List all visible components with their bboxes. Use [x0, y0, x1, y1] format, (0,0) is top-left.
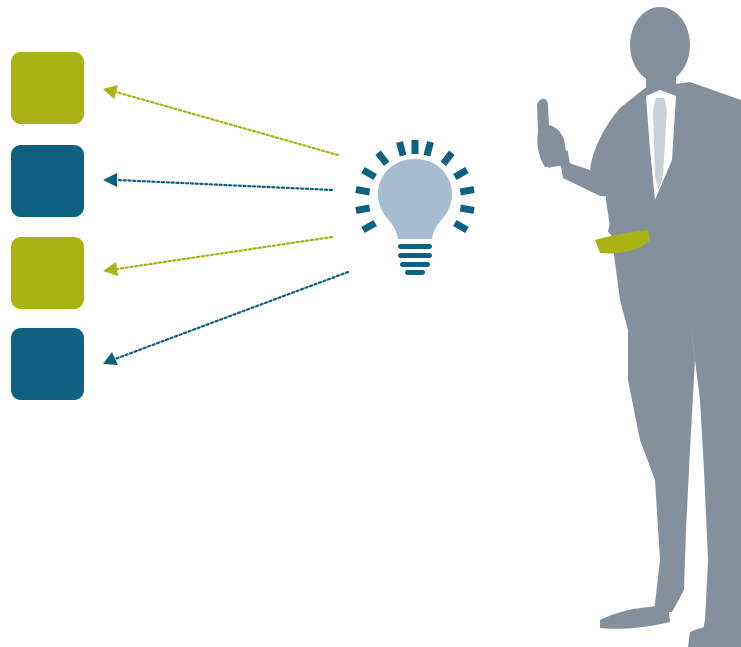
- bulb-ray: [453, 166, 469, 181]
- bulb-ray: [375, 150, 390, 166]
- bulb-glass: [378, 159, 452, 239]
- arrows: [103, 85, 350, 365]
- arrow-to-box-3: [103, 235, 334, 276]
- idea-box-2: [11, 145, 84, 217]
- bulb-ray: [423, 141, 434, 157]
- arrow-to-box-1: [103, 85, 340, 157]
- bulb-ray: [355, 204, 371, 214]
- bulb-ray: [459, 204, 475, 214]
- bulb-ray: [459, 186, 475, 196]
- presenter-silhouette-icon: [537, 7, 741, 647]
- bulb-ray: [453, 219, 469, 234]
- lightbulb-icon: [355, 140, 475, 275]
- idea-box-3: [11, 237, 84, 309]
- idea-box-4: [11, 328, 84, 400]
- tie: [653, 98, 667, 190]
- arrow-to-box-2: [103, 173, 334, 192]
- bulb-ray: [361, 166, 377, 181]
- bulb-ray: [361, 219, 377, 234]
- bulb-ray: [355, 186, 371, 196]
- arrow-to-box-4: [103, 270, 350, 365]
- tablet-icon: [595, 230, 650, 254]
- idea-box-1: [11, 52, 84, 124]
- bulb-ray: [440, 150, 455, 166]
- bulb-ray: [396, 141, 407, 157]
- bulb-rays: [355, 140, 475, 234]
